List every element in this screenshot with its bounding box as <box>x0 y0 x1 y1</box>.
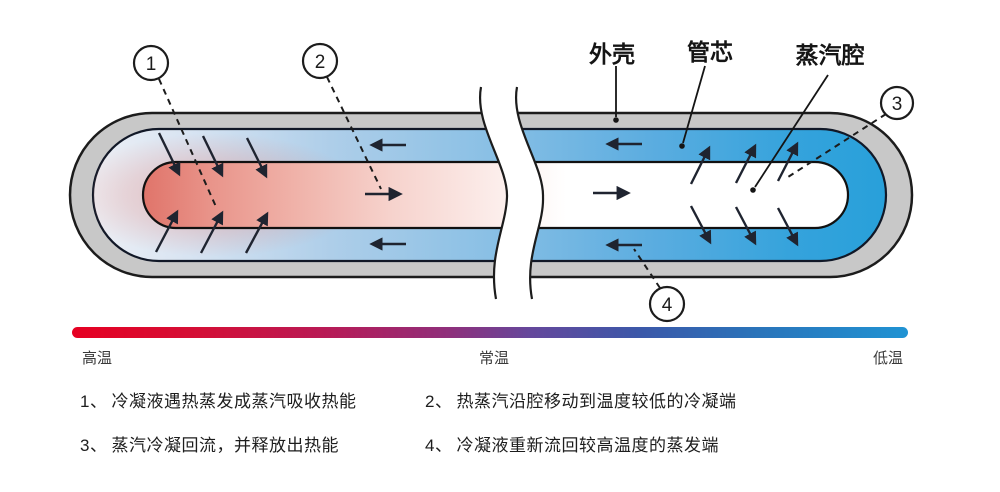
liquid-return-arrows <box>369 137 642 252</box>
callout-4-number: 4 <box>662 295 673 316</box>
callout-circles: 1 2 3 4 <box>132 42 915 323</box>
legend-item-text: 冷凝液重新流回较高温度的蒸发端 <box>456 436 719 455</box>
heat-in-arrow <box>199 210 224 254</box>
diagram-canvas: 外壳 管芯 蒸汽腔 1 2 3 4 高温 常温 低温 <box>68 39 915 367</box>
heat-out-arrow <box>776 141 799 182</box>
heat-in-arrow <box>244 211 269 254</box>
heat-out-arrow <box>734 143 757 184</box>
callout-2-number: 2 <box>315 52 326 73</box>
legend-item-3: 3、蒸汽冷凝回流，并释放出热能 <box>80 431 339 456</box>
pipe-break-gap <box>480 87 544 299</box>
callout-1-number: 1 <box>146 54 157 75</box>
legend-item-1: 1、冷凝液遇热蒸发成蒸汽吸收热能 <box>80 387 356 412</box>
callout-3-number: 3 <box>892 94 903 115</box>
condenser-arrows <box>689 141 799 247</box>
callout-leaders <box>158 76 887 289</box>
wick-leader-line <box>682 65 706 144</box>
legend-item-4: 4、冷凝液重新流回较高温度的蒸发端 <box>425 431 719 456</box>
heat-in-arrow <box>245 137 268 179</box>
vapor-flow-arrows <box>365 185 631 202</box>
legend-item-text: 热蒸汽沿腔移动到温度较低的冷凝端 <box>456 392 737 411</box>
vapor-chamber-label: 蒸汽腔 <box>796 42 865 68</box>
break-line-right <box>514 86 545 300</box>
callout-4-circle <box>648 285 686 323</box>
legend-item-number: 4、 <box>425 436 453 455</box>
heat-in-arrow <box>201 135 224 178</box>
legend-item-2: 2、热蒸汽沿腔移动到温度较低的冷凝端 <box>425 387 736 412</box>
shell-label: 外壳 <box>589 41 635 67</box>
callout-2-circle <box>301 42 339 80</box>
heat-out-arrow <box>734 206 757 246</box>
legend-item-number: 1、 <box>80 392 108 411</box>
callout-2-leader <box>326 76 382 190</box>
callout-1-circle <box>132 44 170 82</box>
heat-out-arrow <box>689 205 712 245</box>
vapor-chamber-leader-line <box>754 74 829 188</box>
temp-label-high: 高温 <box>82 350 112 367</box>
break-line-left <box>478 86 509 300</box>
legend-item-number: 3、 <box>80 436 108 455</box>
heat-out-arrow <box>776 207 799 247</box>
callout-4-leader <box>633 248 661 289</box>
temp-label-normal: 常温 <box>479 350 509 367</box>
part-leaders <box>615 65 829 188</box>
callout-3-leader <box>787 113 887 178</box>
heat-in-arrow <box>157 132 181 177</box>
heat-out-arrow <box>689 145 711 185</box>
callout-3-circle <box>879 85 915 121</box>
callout-1-leader <box>158 78 218 210</box>
legend-item-number: 2、 <box>425 392 453 411</box>
legend-item-text: 蒸汽冷凝回流，并释放出热能 <box>111 436 339 455</box>
legend-item-text: 冷凝液遇热蒸发成蒸汽吸收热能 <box>111 392 357 411</box>
temperature-gradient-bar <box>72 327 908 338</box>
wick-leader-dot <box>679 143 685 149</box>
heat-in-arrow <box>154 209 179 253</box>
vapor-chamber-cavity <box>141 160 850 230</box>
shell-leader-dot <box>613 117 619 123</box>
evaporator-arrows <box>154 132 269 254</box>
temp-label-low: 低温 <box>873 350 903 367</box>
wick-label: 管芯 <box>687 39 733 65</box>
vapor-chamber-leader-dot <box>750 187 756 193</box>
